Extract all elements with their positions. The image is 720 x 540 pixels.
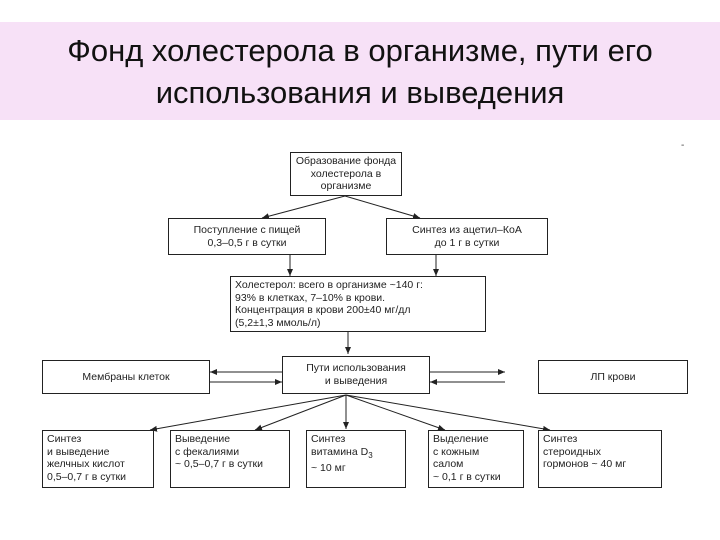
bile-line-2: и выведение	[47, 445, 110, 458]
lp-blood-label: ЛП крови	[590, 371, 636, 383]
formation-box: Образование фонда холестерола в организм…	[290, 152, 402, 196]
vitd-line-1: Синтез	[311, 433, 346, 445]
cholesterol-box: Холестерол: всего в организме ~140 г: 93…	[230, 276, 486, 332]
bile-line-1: Синтез	[47, 433, 82, 445]
steroid-line-2: стероидных	[543, 445, 602, 458]
membranes-label: Мембраны клеток	[82, 371, 170, 383]
page-title: Фонд холестерола в организме, пути его и…	[0, 30, 720, 114]
formation-line-3: организме	[320, 180, 372, 192]
pathways-box: Пути использования и выведения	[282, 356, 430, 394]
feces-box: Выведение с фекалиями ~ 0,5–0,7 г в сутк…	[170, 430, 290, 488]
title-line-1: Фонд холестерола в организме, пути его	[67, 33, 653, 68]
formation-line-2: холестерола в	[310, 167, 382, 180]
lp-blood-box: ЛП крови	[538, 360, 688, 394]
sebum-line-1: Выделение	[433, 433, 489, 445]
sebum-box: Выделение с кожным салом ~ 0,1 г в сутки	[428, 430, 524, 488]
formation-line-1: Образование фонда	[295, 155, 397, 167]
steroid-box: Синтез стероидных гормонов ~ 40 мг	[538, 430, 662, 488]
intake-line-2: 0,3–0,5 г в сутки	[207, 236, 287, 249]
synthesis-line-2: до 1 г в сутки	[434, 236, 500, 249]
membranes-box: Мембраны клеток	[42, 360, 210, 394]
steroid-line-3: гормонов ~ 40 мг	[543, 458, 627, 470]
synthesis-line-1: Синтез из ацетил–КоА	[412, 224, 522, 236]
feces-line-1: Выведение	[175, 433, 231, 445]
bile-line-4: 0,5–0,7 г в сутки	[47, 470, 126, 483]
vitd-box: Синтез витамина D3 ~ 10 мг	[306, 430, 406, 488]
intake-line-1: Поступление с пищей	[193, 224, 301, 236]
arrow-pathways-to-bile	[149, 394, 347, 432]
cholesterol-line-2: 93% в клетках, 7–10% в крови.	[235, 291, 386, 304]
feces-line-3: ~ 0,5–0,7 г в сутки	[175, 458, 264, 470]
cholesterol-line-4: (5,2±1,3 ммоль/л)	[235, 316, 321, 329]
arrow-formation-to-synthesis	[344, 195, 421, 219]
arrow-pathways-to-sebum	[345, 394, 446, 431]
vitd-line-2-text: витамина D	[311, 445, 369, 458]
title-band	[0, 22, 720, 120]
sebum-line-3: салом	[433, 458, 464, 470]
bile-box: Синтез и выведение желчных кислот 0,5–0,…	[42, 430, 154, 488]
cholesterol-line-3: Концентрация в крови 200±40 мг/дл	[235, 304, 411, 316]
pathways-line-1: Пути использования	[306, 362, 406, 374]
intake-box: Поступление с пищей 0,3–0,5 г в сутки	[168, 218, 326, 255]
vitd-line-3: ~ 10 мг	[311, 462, 346, 475]
bile-line-3: желчных кислот	[47, 458, 125, 470]
cholesterol-line-1: Холестерол: всего в организме ~140 г:	[235, 279, 423, 291]
vitd-subscript: 3	[368, 450, 373, 460]
corner-mark: -	[681, 140, 685, 151]
arrow-pathways-to-feces	[254, 394, 347, 431]
steroid-line-1: Синтез	[543, 433, 578, 445]
feces-line-2: с фекалиями	[175, 445, 240, 458]
sebum-line-2: с кожным	[433, 445, 480, 458]
title-line-2: использования и выведения	[155, 75, 565, 110]
pathways-line-2: и выведения	[324, 374, 388, 387]
arrow-pathways-to-steroid	[345, 394, 551, 432]
synthesis-box: Синтез из ацетил–КоА до 1 г в сутки	[386, 218, 548, 255]
vitd-line-2: витамина D3	[311, 446, 401, 463]
sebum-line-4: ~ 0,1 г в сутки	[433, 470, 501, 483]
arrow-formation-to-intake	[261, 195, 346, 220]
